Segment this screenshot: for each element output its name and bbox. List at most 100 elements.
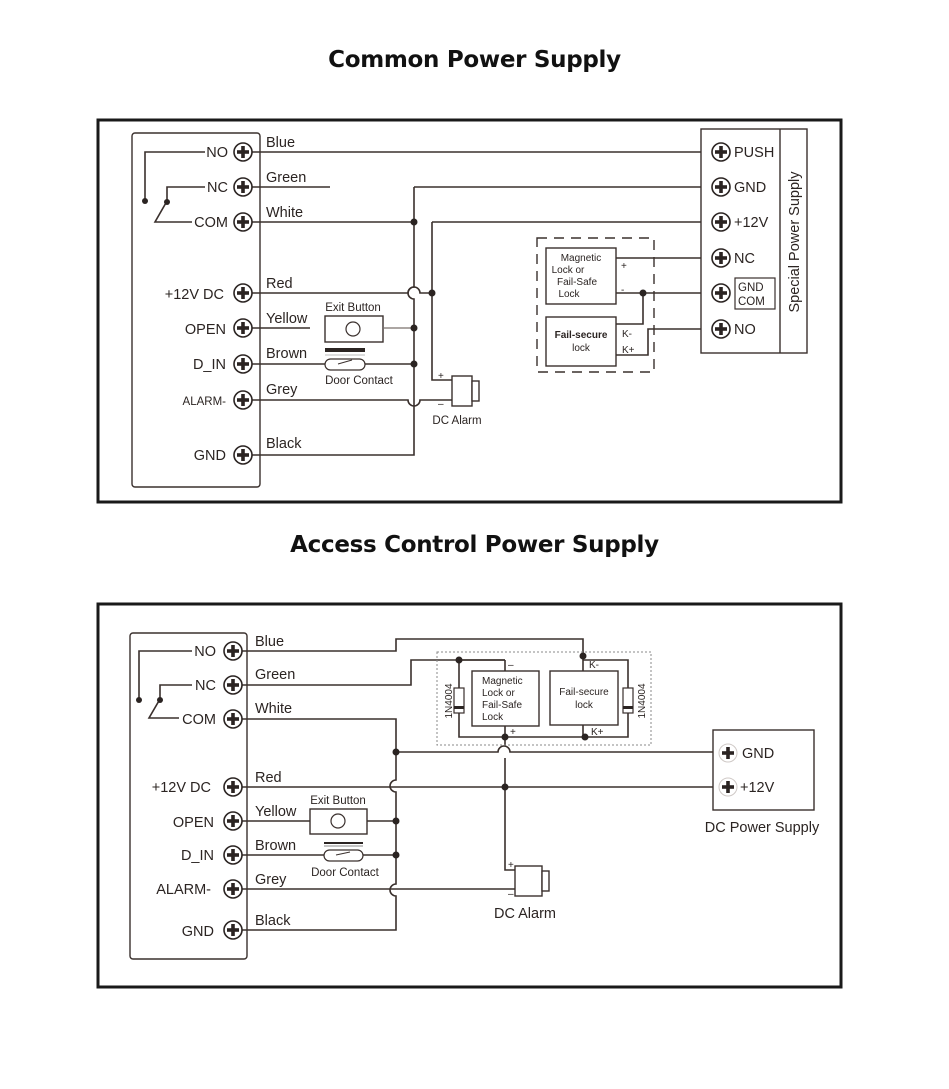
wire-label-grey: Grey <box>255 872 287 888</box>
terminal-screw-icon <box>223 920 243 940</box>
diode-right-icon <box>622 687 634 714</box>
terminal-screw-icon <box>233 283 253 303</box>
exit-button-icon <box>345 321 361 337</box>
dc-psu-gnd-label: GND <box>742 746 774 762</box>
wire-grey <box>252 399 452 407</box>
terminal-gnd-label: GND <box>182 924 214 940</box>
wire-red <box>252 286 432 294</box>
relay-dot-nc <box>157 697 163 703</box>
diode-right-label: 1N4004 <box>637 683 648 718</box>
terminal-screw-icon <box>233 354 253 374</box>
door-contact-magnet <box>325 348 365 352</box>
dc-power-supply-box <box>712 729 815 811</box>
controller-terminals <box>223 641 243 940</box>
junction <box>392 851 400 859</box>
gnd-com-box <box>734 277 776 310</box>
magnetic-lock-label-3: Fail-Safe <box>557 277 597 288</box>
dc-alarm-horn-icon <box>471 380 480 402</box>
wire-12v-bus <box>431 222 452 381</box>
special-power-supply-label: Special Power Supply <box>787 171 803 313</box>
terminal-screw-icon <box>711 177 731 197</box>
junction <box>501 783 509 791</box>
terminal-alarm-label: ALARM- <box>156 882 211 898</box>
terminal-com-label: COM <box>194 215 228 231</box>
terminal-screw-icon <box>711 283 731 303</box>
wire-blue <box>242 638 584 660</box>
exit-button-component: Exit Button <box>309 795 368 835</box>
psu-12v-label: +12V <box>734 215 769 231</box>
terminal-screw-icon <box>223 845 243 865</box>
controller-terminal-labels: NO NC COM +12V DC OPEN D_IN ALARM- GND <box>152 644 216 940</box>
magnetic-lock-box <box>471 670 540 727</box>
relay-dot-nc <box>164 199 170 205</box>
wire-label-white: White <box>255 701 292 717</box>
terminal-open-label: OPEN <box>173 815 214 831</box>
terminal-nc-label: NC <box>195 678 216 694</box>
magnetic-lock-label-4: Lock <box>558 289 580 300</box>
door-contact-label: Door Contact <box>311 867 380 879</box>
terminal-screw-icon <box>711 212 731 232</box>
fail-secure-lock-label-2: lock <box>572 343 591 354</box>
magnetic-lock-minus: - <box>621 285 624 296</box>
title-access-control-power-supply: Access Control Power Supply <box>290 532 659 558</box>
relay-no-line <box>138 650 192 699</box>
junction <box>455 656 463 664</box>
wire-label-yellow: Yellow <box>266 311 308 327</box>
magnetic-lock-label-2: Lock or <box>552 265 585 276</box>
controller-box <box>129 632 248 960</box>
terminal-gnd-label: GND <box>194 448 226 464</box>
terminal-din-label: D_IN <box>181 848 214 864</box>
magnetic-lock-label-1: Magnetic <box>561 253 602 264</box>
exit-button-component: Exit Button <box>324 302 384 343</box>
relay-dot-no <box>142 198 148 204</box>
terminal-screw-icon <box>233 177 253 197</box>
wire-label-green: Green <box>255 667 295 683</box>
diagram-common-power-supply: NO NC COM +12V DC OPEN D_IN ALARM- GND B… <box>96 118 843 504</box>
terminal-screw-icon <box>711 319 731 339</box>
exit-button-label: Exit Button <box>310 795 366 807</box>
diode-left-icon <box>453 687 465 714</box>
terminal-alarm-label: ALARM- <box>183 396 227 408</box>
dc-alarm-label: DC Alarm <box>432 415 481 427</box>
terminal-open-label: OPEN <box>185 322 226 338</box>
psu-gnd2-label: GND <box>738 282 764 294</box>
terminal-com-label: COM <box>182 712 216 728</box>
magnetic-lock-plus: + <box>510 727 516 738</box>
wire-label-black: Black <box>255 913 291 929</box>
diode-right-band <box>623 706 633 709</box>
door-contact-switch <box>335 851 351 856</box>
diode-left-band <box>454 706 464 709</box>
junction <box>579 652 587 660</box>
terminal-screw-icon <box>718 777 738 797</box>
relay-dot-no <box>136 697 142 703</box>
dc-power-supply-label: DC Power Supply <box>705 820 820 836</box>
fail-secure-lock-box <box>545 316 617 367</box>
door-contact-component: Door Contact <box>311 842 380 879</box>
junction <box>501 733 509 741</box>
diagram1-frame <box>96 118 843 504</box>
wire-gnd <box>396 745 716 753</box>
door-contact-switch <box>337 359 353 365</box>
terminal-nc-label: NC <box>207 180 228 196</box>
terminal-12v-label: +12V DC <box>165 287 224 303</box>
dc-alarm-body <box>451 375 473 407</box>
junction <box>392 817 400 825</box>
junction <box>392 748 400 756</box>
wire-white-gnd-bus <box>242 718 397 931</box>
wire-label-grey: Grey <box>266 382 298 398</box>
wire-kplus <box>616 328 712 356</box>
fail-secure-kplus: K+ <box>591 727 604 738</box>
terminal-screw-icon <box>711 248 731 268</box>
wire-label-blue: Blue <box>255 634 284 650</box>
exit-button-icon <box>330 813 346 829</box>
terminal-screw-icon <box>223 675 243 695</box>
door-contact-label: Door Contact <box>325 375 394 387</box>
junction <box>639 289 647 297</box>
special-power-supply-box <box>700 128 808 354</box>
diagram-access-control-power-supply: NO NC COM +12V DC OPEN D_IN ALARM- GND B… <box>96 602 843 989</box>
dc-alarm-label: DC Alarm <box>494 906 556 922</box>
magnetic-lock-label-2: Lock or <box>482 688 515 699</box>
wire-alarm-plus <box>504 737 515 871</box>
fail-secure-lock-box <box>549 670 619 726</box>
